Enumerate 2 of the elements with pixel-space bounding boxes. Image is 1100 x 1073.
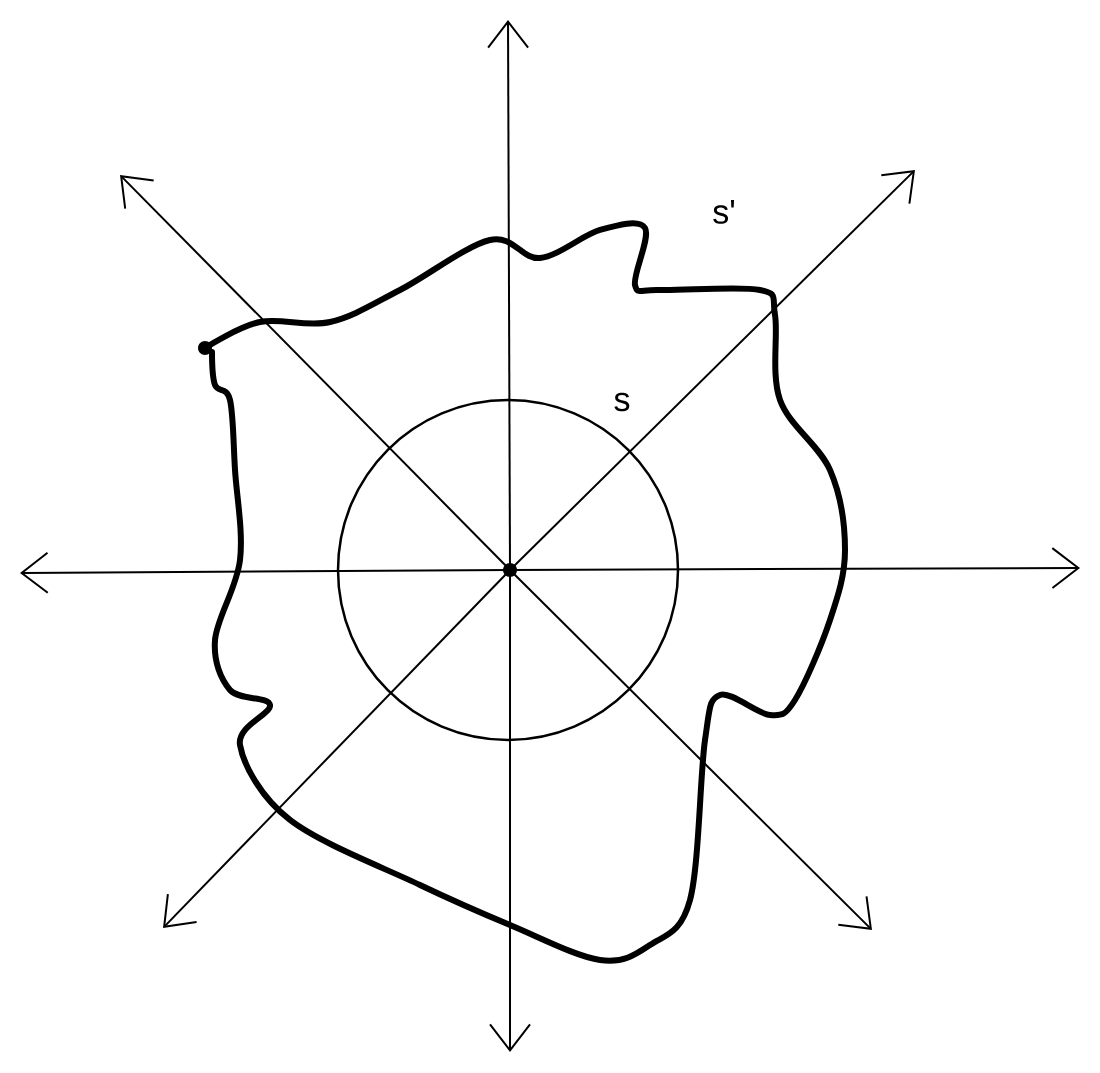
curve-label: s' — [713, 200, 735, 224]
curve-label: s — [614, 392, 630, 412]
